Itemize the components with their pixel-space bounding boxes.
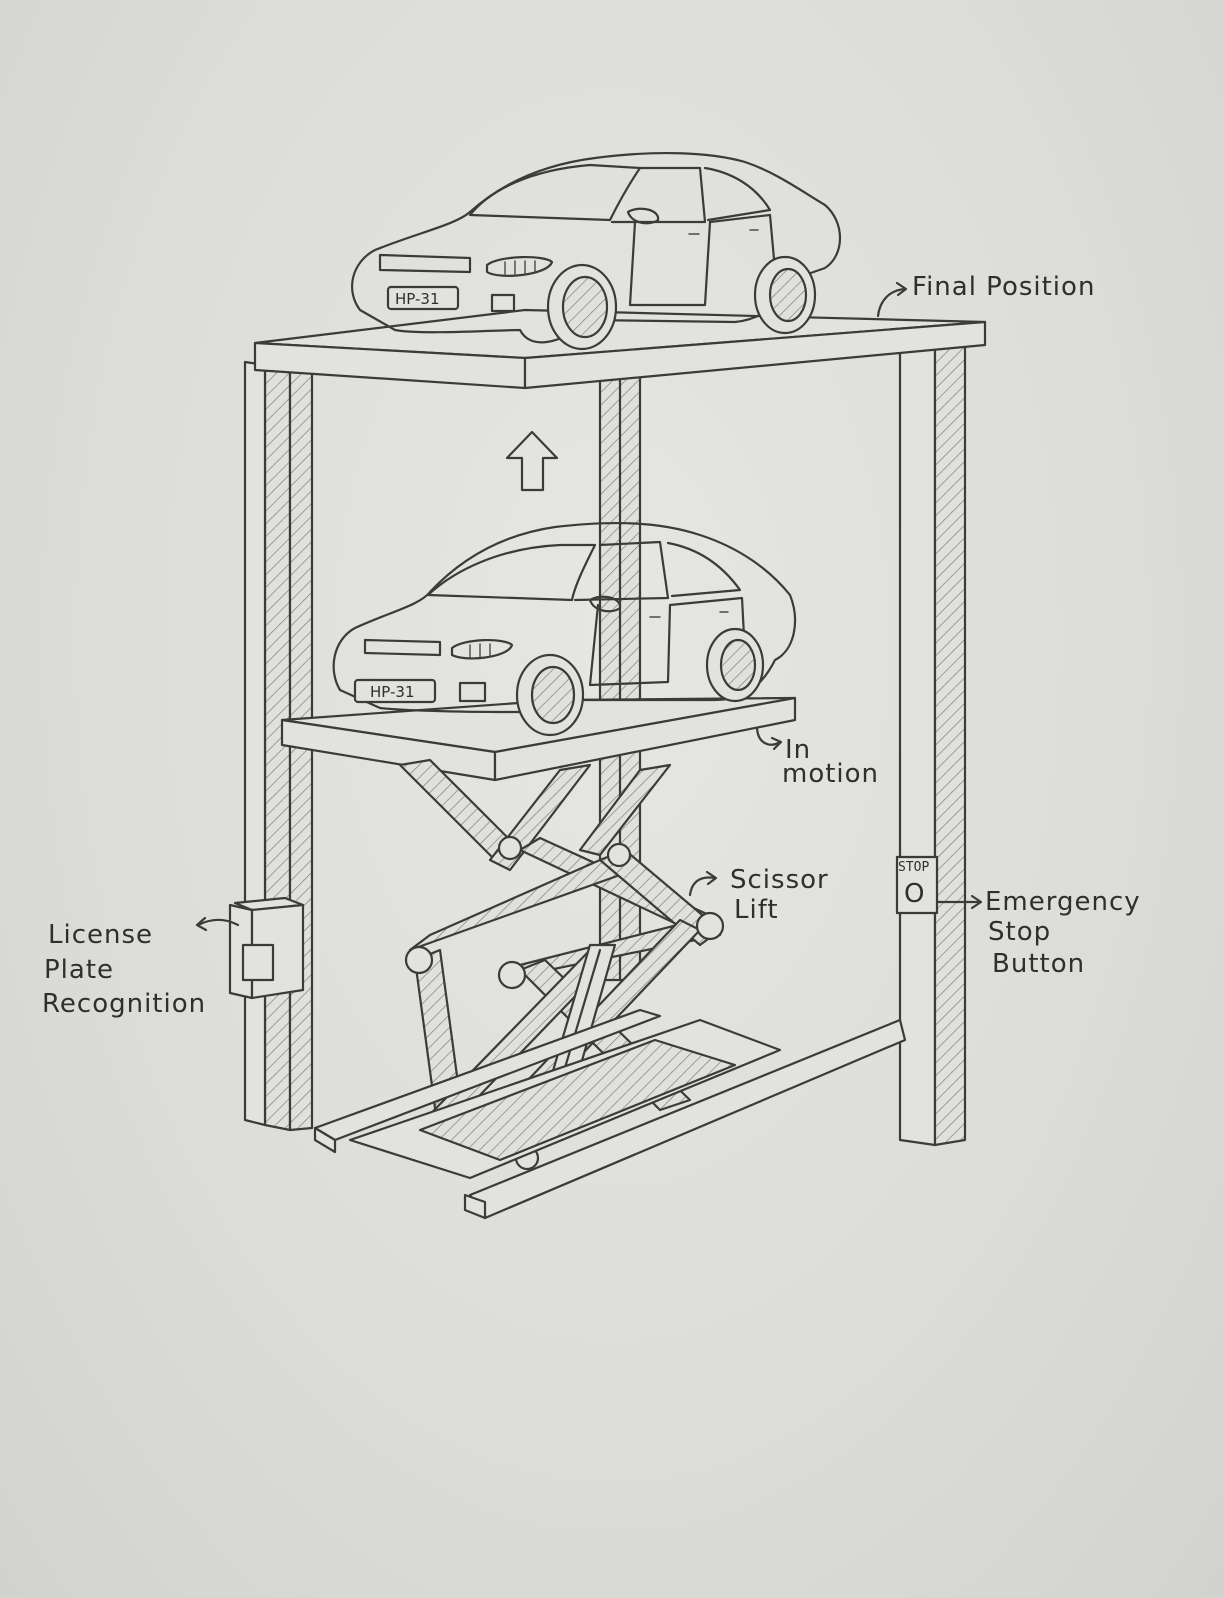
emergency-stop-label-line3: Button <box>992 949 1085 979</box>
license-plate-label-line1: License <box>48 920 153 950</box>
license-plate-label-line2: Plate <box>44 955 114 985</box>
right-post <box>900 342 965 1145</box>
top-platform <box>255 310 985 388</box>
emergency-stop-label-line2: Stop <box>988 917 1051 947</box>
emergency-stop-button[interactable]: STOP O <box>897 857 937 913</box>
in-motion-arrow <box>757 728 781 749</box>
final-position-label: Final Position <box>912 272 1095 302</box>
emergency-stop-label-line1: Emergency <box>985 887 1141 917</box>
middle-car-plate-text: HP-31 <box>370 683 415 701</box>
scissor-lift-label-line2: Lift <box>734 895 779 925</box>
scissor-lift-arrow <box>690 872 716 895</box>
license-plate-label-line3: Recognition <box>42 989 206 1019</box>
scissor-lift-label-line1: Scissor <box>730 865 829 895</box>
top-car-plate-text: HP-31 <box>395 290 440 308</box>
top-car: HP-31 <box>352 153 840 349</box>
up-arrow-icon <box>507 432 557 490</box>
stop-button-glyph: O <box>904 879 925 909</box>
in-motion-label-line2: motion <box>782 759 879 789</box>
stop-button-label: STOP <box>898 860 929 875</box>
final-position-arrow <box>878 283 906 316</box>
license-plate-reader <box>230 898 303 998</box>
